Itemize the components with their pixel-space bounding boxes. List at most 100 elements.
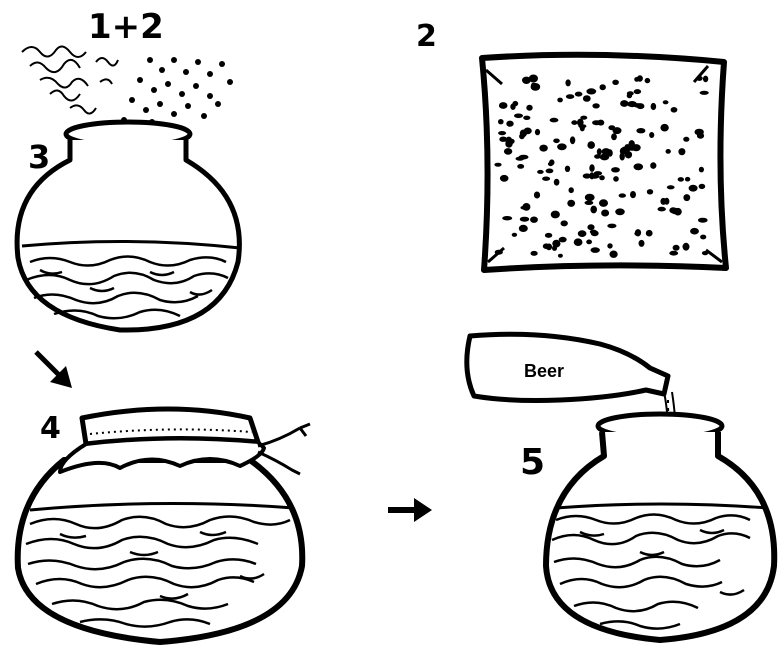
seed: [550, 118, 559, 123]
seed: [539, 145, 547, 152]
seed: [669, 251, 678, 256]
seed: [548, 162, 553, 166]
seed: [558, 254, 563, 258]
seed: [498, 119, 504, 124]
seed: [586, 240, 592, 245]
seed: [531, 251, 538, 256]
spice-cloud: [22, 46, 118, 113]
seed: [502, 216, 512, 220]
seed: [586, 88, 596, 94]
seed: [699, 167, 704, 173]
seed: [667, 185, 675, 189]
seed: [663, 100, 669, 104]
seed: [599, 199, 608, 207]
seed: [695, 129, 704, 136]
seed: [664, 198, 669, 205]
seed: [526, 105, 532, 111]
seed: [630, 191, 636, 198]
seed: [619, 193, 626, 197]
seed: [678, 148, 685, 155]
seed: [612, 80, 619, 85]
seed: [510, 104, 515, 110]
seed: [585, 201, 594, 205]
seed: [537, 170, 544, 174]
seed: [557, 143, 567, 150]
step-1-2-label: 1+2: [88, 7, 164, 47]
seed: [587, 224, 594, 230]
seed: [625, 151, 632, 158]
seed: [699, 184, 706, 189]
seed: [650, 162, 656, 169]
seed: [678, 177, 684, 182]
seed: [637, 75, 643, 81]
seed: [542, 177, 550, 181]
seed: [578, 230, 587, 237]
seed: [589, 164, 594, 172]
seed: [500, 175, 509, 182]
bottle-label: Beer: [524, 361, 564, 381]
seed: [516, 157, 525, 161]
seed: [495, 250, 503, 255]
seed: [611, 167, 620, 172]
step-5-label: 5: [520, 442, 545, 483]
step-3-label: 3: [28, 138, 50, 176]
seed: [571, 120, 577, 125]
seed: [530, 217, 538, 223]
seed: [647, 189, 653, 194]
seed: [565, 166, 570, 172]
seed: [649, 132, 654, 138]
seed: [646, 230, 653, 237]
spice-seed-packet: [482, 55, 726, 270]
seed: [567, 200, 575, 207]
seed: [613, 127, 622, 134]
seed: [613, 176, 619, 182]
seed: [700, 235, 706, 240]
seed: [583, 95, 591, 102]
seed: [578, 124, 586, 128]
seed: [660, 124, 668, 132]
seed: [591, 247, 600, 253]
seed: [703, 76, 708, 83]
seed: [519, 225, 528, 232]
seed: [574, 238, 583, 246]
seed: [524, 127, 532, 134]
seed: [531, 83, 536, 87]
seed: [673, 245, 680, 251]
seed: [627, 101, 637, 107]
seed: [685, 177, 690, 182]
seed: [610, 251, 618, 258]
seed: [587, 141, 595, 149]
seed: [620, 100, 628, 107]
seed: [545, 233, 552, 238]
seed: [615, 208, 625, 215]
seed: [543, 243, 550, 249]
seed: [594, 154, 601, 159]
seed: [559, 237, 567, 243]
seed: [696, 76, 703, 81]
seed: [546, 169, 554, 174]
seed: [658, 207, 666, 212]
seed: [589, 172, 594, 179]
seed: [566, 94, 574, 99]
seed: [651, 103, 657, 110]
seed: [523, 116, 530, 120]
seed: [553, 139, 560, 144]
seed: [666, 149, 671, 154]
seed: [504, 148, 512, 155]
seed: [512, 233, 517, 237]
seed: [607, 243, 612, 248]
seed: [551, 211, 560, 219]
seed: [700, 91, 709, 95]
arrow-down-right-icon: [36, 352, 72, 388]
seed: [585, 194, 595, 201]
seed: [689, 185, 698, 192]
step-4-label: 4: [40, 411, 61, 446]
seed: [494, 163, 501, 167]
seed: [570, 136, 575, 144]
seed: [698, 218, 708, 223]
seed: [702, 251, 708, 255]
seed: [565, 79, 570, 86]
seed: [561, 220, 568, 226]
seed: [600, 84, 606, 90]
